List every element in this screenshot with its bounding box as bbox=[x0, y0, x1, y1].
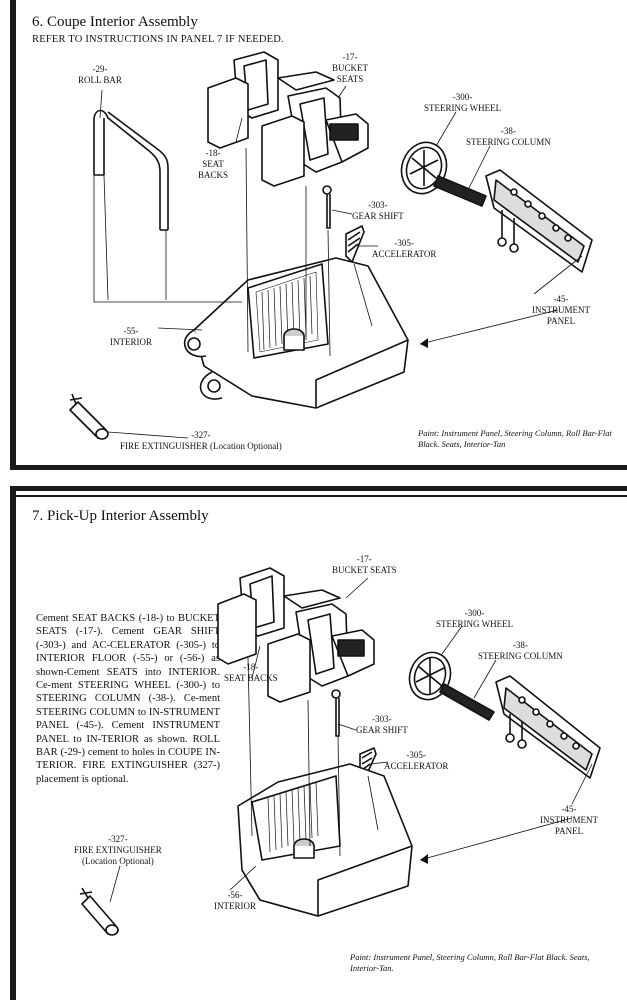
part-name: SEAT bbox=[202, 159, 224, 169]
steering-column-part bbox=[439, 683, 495, 721]
label-accelerator: -305- ACCELERATOR bbox=[372, 238, 436, 260]
label-bucket-seats: -17- BUCKET SEATS bbox=[332, 52, 368, 85]
label-steering-wheel: -300- STEERING WHEEL bbox=[424, 92, 501, 114]
label-fire-extinguisher: -327- FIRE EXTINGUISHER (Location Option… bbox=[120, 430, 282, 452]
label-gear-shift: -303- GEAR SHIFT bbox=[356, 714, 408, 736]
steering-column-part bbox=[433, 175, 487, 207]
part-name: ROLL BAR bbox=[78, 75, 122, 85]
instrument-panel-part bbox=[485, 169, 593, 273]
gear-shift-part bbox=[322, 185, 332, 229]
pickup-assembly-drawing bbox=[79, 567, 601, 936]
part-name: ACCELERATOR bbox=[384, 761, 449, 771]
instrument-panel-part bbox=[495, 675, 601, 779]
part-number: -17- bbox=[356, 554, 372, 564]
steering-wheel-part bbox=[400, 141, 448, 195]
part-name: ACCELERATOR bbox=[372, 249, 437, 259]
part-number: -327- bbox=[108, 834, 128, 844]
panel-subtitle: REFER TO INSTRUCTIONS IN PANEL 7 IF NEED… bbox=[32, 34, 284, 45]
interior-part bbox=[183, 257, 409, 409]
part-name: (Location Optional) bbox=[82, 856, 154, 866]
label-bucket-seats: -17- BUCKET SEATS bbox=[332, 554, 397, 576]
part-name: INTERIOR bbox=[110, 337, 152, 347]
part-name: SEAT BACKS bbox=[224, 673, 278, 683]
label-seat-backs: -18- SEAT BACKS bbox=[224, 662, 278, 684]
label-accelerator: -305- ACCELERATOR bbox=[384, 750, 448, 772]
seat-backs-part bbox=[217, 593, 311, 703]
part-number: -305- bbox=[394, 238, 414, 248]
roll-bar-part bbox=[93, 109, 169, 231]
part-number: -303- bbox=[368, 200, 388, 210]
part-number: -29- bbox=[92, 64, 108, 74]
part-number: -38- bbox=[500, 126, 516, 136]
part-name: PANEL bbox=[546, 316, 576, 326]
part-number: -18- bbox=[205, 148, 221, 158]
part-name: STEERING WHEEL bbox=[424, 103, 502, 113]
coupe-assembly-drawing bbox=[69, 51, 593, 440]
label-seat-backs: -18- SEAT BACKS bbox=[198, 148, 228, 181]
part-number: -55- bbox=[123, 326, 139, 336]
assembly-instructions: Cement SEAT BACKS (-18-) to BUCKET SEATS… bbox=[36, 613, 220, 785]
panel-title: 7. Pick-Up Interior Assembly bbox=[32, 508, 209, 524]
panel-pickup-interior: 7. Pick-Up Interior Assembly Cement SEAT… bbox=[10, 486, 627, 1000]
part-number: -327- bbox=[191, 430, 211, 440]
part-name: FIRE EXTINGUISHER (Location Optional) bbox=[120, 441, 282, 451]
paint-note: Paint: Instrument Panel, Steering Column… bbox=[418, 428, 612, 449]
part-name: STEERING COLUMN bbox=[478, 651, 563, 661]
part-name: BUCKET bbox=[332, 63, 368, 73]
label-interior: -55- INTERIOR bbox=[110, 326, 152, 348]
part-name: GEAR SHIFT bbox=[352, 211, 404, 221]
steering-wheel-part bbox=[408, 651, 452, 701]
panel-divider bbox=[16, 486, 627, 491]
part-number: -56- bbox=[227, 890, 243, 900]
part-name: INTERIOR bbox=[214, 901, 256, 911]
part-name: BACKS bbox=[198, 170, 229, 180]
label-steering-wheel: -300- STEERING WHEEL bbox=[436, 608, 513, 630]
panel-title: 6. Coupe Interior Assembly bbox=[32, 14, 198, 30]
panel-divider bbox=[16, 495, 627, 497]
label-fire-extinguisher: -327- FIRE EXTINGUISHER (Location Option… bbox=[74, 834, 162, 867]
label-interior: -56- INTERIOR bbox=[214, 890, 256, 912]
part-number: -18- bbox=[243, 662, 259, 672]
part-number: -303- bbox=[372, 714, 392, 724]
part-number: -305- bbox=[406, 750, 426, 760]
part-name: FIRE EXTINGUISHER bbox=[74, 845, 162, 855]
part-name: INSTRUMENT bbox=[540, 815, 598, 825]
part-name: INSTRUMENT bbox=[532, 305, 590, 315]
part-name: SEATS bbox=[336, 74, 364, 84]
fire-extinguisher-part bbox=[69, 393, 109, 440]
fire-extinguisher-part bbox=[79, 887, 119, 936]
interior-part bbox=[237, 763, 413, 917]
part-number: -300- bbox=[464, 608, 485, 618]
panel-coupe-interior: 6. Coupe Interior Assembly REFER TO INST… bbox=[10, 0, 627, 470]
label-steering-column: -38- STEERING COLUMN bbox=[478, 640, 563, 662]
part-name: STEERING WHEEL bbox=[436, 619, 514, 629]
seat-backs-part bbox=[207, 77, 305, 187]
label-roll-bar: -29- ROLL BAR bbox=[78, 64, 122, 86]
part-number: -45- bbox=[553, 294, 569, 304]
accelerator-part bbox=[345, 225, 365, 263]
part-name: BUCKET SEATS bbox=[332, 565, 397, 575]
gear-shift-part bbox=[331, 689, 341, 737]
part-number: -38- bbox=[512, 640, 528, 650]
part-number: -45- bbox=[561, 804, 577, 814]
label-instrument-panel: -45- INSTRUMENT PANEL bbox=[532, 294, 590, 327]
part-name: PANEL bbox=[554, 826, 584, 836]
paint-note: Paint: Instrument Panel, Steering Column… bbox=[350, 952, 590, 973]
label-steering-column: -38- STEERING COLUMN bbox=[466, 126, 551, 148]
label-gear-shift: -303- GEAR SHIFT bbox=[352, 200, 404, 222]
part-number: -17- bbox=[342, 52, 358, 62]
part-name: STEERING COLUMN bbox=[466, 137, 551, 147]
part-number: -300- bbox=[452, 92, 473, 102]
label-instrument-panel: -45- INSTRUMENT PANEL bbox=[540, 804, 598, 837]
panel-divider bbox=[16, 465, 627, 470]
part-name: GEAR SHIFT bbox=[356, 725, 408, 735]
